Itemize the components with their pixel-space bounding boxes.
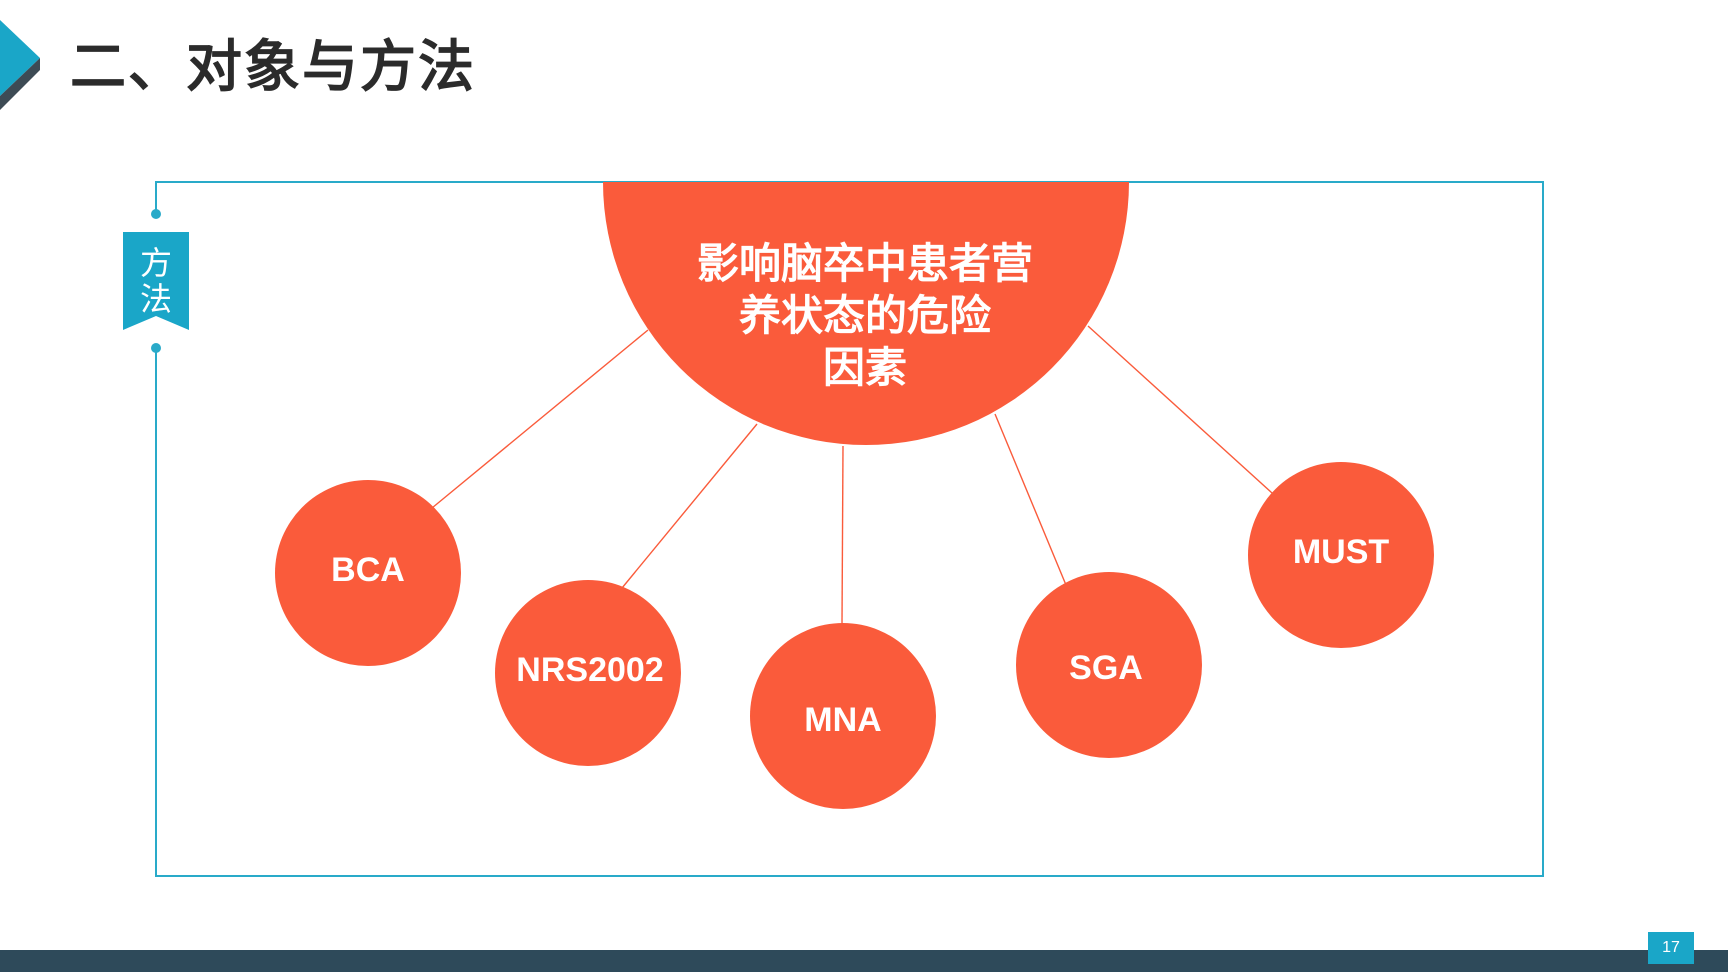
node-must	[1248, 462, 1434, 648]
page-number: 17	[1648, 932, 1694, 964]
method-ribbon-label: 方 法	[139, 244, 172, 318]
footer-bar	[0, 950, 1728, 972]
node-sga	[1016, 572, 1202, 758]
node-label-mna: MNA	[804, 701, 882, 739]
node-label-bca: BCA	[331, 551, 405, 589]
connector-mna	[841, 445, 844, 625]
node-label-sga: SGA	[1069, 649, 1143, 687]
node-label-nrs2002: NRS2002	[516, 651, 664, 689]
ribbon-dot-bottom	[151, 343, 161, 353]
slide-title: 二、对象与方法	[70, 35, 476, 100]
hub-label: 影响脑卒中患者营 养状态的危险 因素	[696, 239, 1033, 392]
title-chevron-icon	[0, 20, 40, 110]
hub-semicircle	[603, 182, 1129, 445]
method-ribbon	[123, 232, 189, 330]
connector-sga	[994, 413, 1067, 586]
ribbon-dot-top	[151, 209, 161, 219]
node-bca	[275, 480, 461, 666]
node-label-must: MUST	[1292, 533, 1390, 571]
connector-nrs2002	[621, 423, 758, 589]
connector-bca	[431, 329, 649, 509]
node-nrs2002	[495, 580, 681, 766]
node-mna	[750, 623, 936, 809]
connector-must	[1087, 325, 1273, 494]
